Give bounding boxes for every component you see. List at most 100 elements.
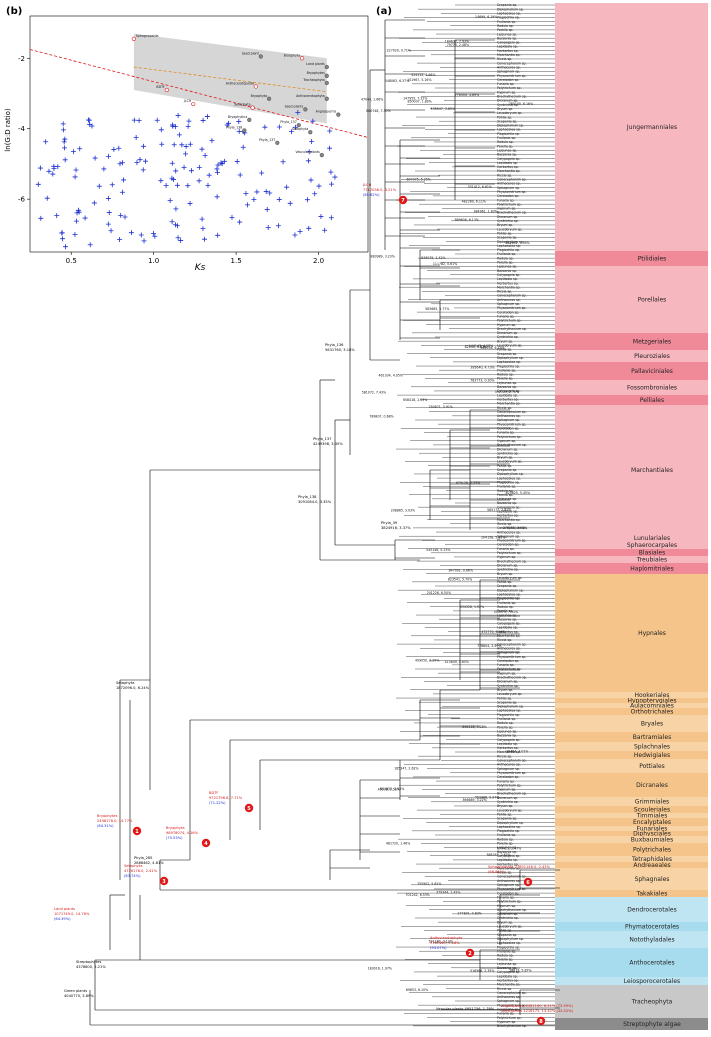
node-label: Phyla_39 <box>381 521 398 525</box>
taxon-name: Pohlia sp. <box>497 696 512 700</box>
data-point-blue <box>134 160 140 166</box>
data-point-blue <box>60 121 66 127</box>
data-point-blue <box>327 128 333 134</box>
taxon-name: Diplophyllum sp. <box>497 588 524 592</box>
data-point-blue <box>214 169 220 175</box>
order-label: Hypnales <box>638 630 666 637</box>
branch-annotation: 388263, 2.87% <box>486 853 510 857</box>
plot-frame <box>29 15 369 253</box>
event-label: Bryophyta <box>166 826 185 830</box>
node-label-stats: 3824916, 3.37% <box>381 526 411 530</box>
event-label: Sphagnopsida 27891146.0, 2.43% <box>488 865 551 869</box>
order-label: Pottiales <box>639 763 665 770</box>
node-label-stats: 2888462, 4.81% <box>134 861 164 865</box>
taxon-name: Diplophyllum sp. <box>497 821 524 825</box>
order-label: Haplomitriales <box>630 566 674 573</box>
taxon-name: Herbertus sp. <box>497 630 519 634</box>
branch-annotation: 331412, 6.61% <box>468 185 492 189</box>
taxon-name: Ceratodon sp. <box>497 1008 519 1012</box>
taxon-name: Sphagnum sp. <box>497 651 520 655</box>
data-point-blue <box>312 191 318 197</box>
taxon-name: Herbertus sp. <box>497 514 519 518</box>
data-point-blue <box>108 228 114 234</box>
taxon-name: Lejeunea sp. <box>497 846 517 850</box>
branch-annotation: 379344, 1.42% <box>436 890 460 894</box>
order-label: Diphysciales <box>633 831 671 838</box>
event-label: BDTF <box>209 791 219 795</box>
data-point-blue <box>185 123 191 129</box>
data-point-blue <box>70 149 76 155</box>
data-point-blue <box>87 242 93 248</box>
data-point-blue <box>183 151 189 157</box>
node-label: Phyla_138 <box>298 495 317 499</box>
taxon-name: Pohlia sp. <box>497 580 512 584</box>
branch-annotation: 566936, 6.74% <box>480 346 504 350</box>
taxon-name: Polytrichum sp. <box>497 319 522 323</box>
point-label: Angiosperms <box>316 110 337 114</box>
data-point-blue <box>262 124 268 130</box>
data-point-blue <box>62 157 68 163</box>
taxon-name: Physcomitrium sp. <box>497 771 526 775</box>
taxon-name: Conocephalum sp. <box>497 875 527 879</box>
taxon-name: Funaria sp. <box>497 198 515 202</box>
data-point-blue <box>119 160 125 166</box>
order-band <box>555 1018 708 1030</box>
order-band <box>555 703 708 708</box>
branch-annotation: 658418, 2.03% <box>403 398 427 402</box>
data-point-blue <box>120 189 126 195</box>
data-point-blue <box>77 146 83 152</box>
order-band <box>555 395 708 405</box>
branch-annotation: 38464, 3.01% <box>506 749 528 753</box>
taxon-name: Bryum sp. <box>497 920 513 924</box>
data-point-blue <box>175 113 181 119</box>
x-axis-label: Ks <box>195 263 206 273</box>
land-plants-label: Land plants <box>54 907 75 911</box>
data-point-blue <box>73 167 79 173</box>
data-point-blue <box>61 127 67 133</box>
point-label: Bryophyta <box>251 94 268 98</box>
taxon-name: Lejeunea sp. <box>497 32 517 36</box>
taxon-name: Sphagnum sp. <box>497 999 520 1003</box>
event-stats: 9707167, 7.16% <box>430 941 460 945</box>
data-point-blue <box>62 136 68 142</box>
node-label: Vascular plants 4951756, 1.76% <box>436 1007 495 1011</box>
data-point-blue <box>111 146 117 152</box>
data-point-blue <box>169 160 175 166</box>
order-band <box>555 862 708 868</box>
data-point-labeled <box>253 84 258 89</box>
data-point-blue <box>38 215 44 221</box>
taxon-name: Lepidozia sp. <box>497 393 518 397</box>
data-point-blue <box>236 119 242 125</box>
taxon-name: Frullania sp. <box>497 601 516 605</box>
event-support: (85.62%) <box>363 193 380 197</box>
taxon-name: Frullania sp. <box>497 485 516 489</box>
data-point-blue <box>106 210 112 216</box>
taxon-name: Anthoceros sp. <box>497 298 521 302</box>
taxon-name: Radula sp. <box>497 837 514 841</box>
order-band <box>555 890 708 897</box>
taxon-name: Calypogeia sp. <box>497 389 520 393</box>
branch-annotation: 823541, 5.70% <box>448 577 472 581</box>
taxon-name: Herbertus sp. <box>497 397 519 401</box>
taxon-name: Syntrichia sp. <box>497 800 519 804</box>
taxon-name: Bazzania sp. <box>497 850 517 854</box>
order-label: Hookeriales <box>634 692 669 699</box>
data-point-blue <box>140 167 146 173</box>
branch-annotation: 278155, 3.63% <box>503 526 527 530</box>
taxon-name: Lophocolea sp. <box>497 825 521 829</box>
data-point-blue <box>199 216 205 222</box>
taxon-name: Bazzania sp. <box>497 501 517 505</box>
branch-annotation: 277831, 0.83% <box>457 911 481 915</box>
node-label-stats: 1872096.0, 6.24% <box>116 686 150 690</box>
branch-annotation: 880748, 7.30% <box>366 109 390 113</box>
data-point-labeled <box>324 80 329 86</box>
data-point-blue <box>75 207 81 213</box>
data-point-blue <box>276 124 282 130</box>
branch-annotation: 499050, 2.25% <box>415 658 439 662</box>
branch-annotation: 548063, 6.37% <box>385 79 409 83</box>
data-point-labeled <box>164 87 169 93</box>
taxon-name: Porella sp. <box>497 609 513 613</box>
taxon-name: Porella sp. <box>497 261 513 265</box>
taxon-name: Conocephalum sp. <box>497 526 527 530</box>
taxon-name: Anthoceros sp. <box>497 530 521 534</box>
